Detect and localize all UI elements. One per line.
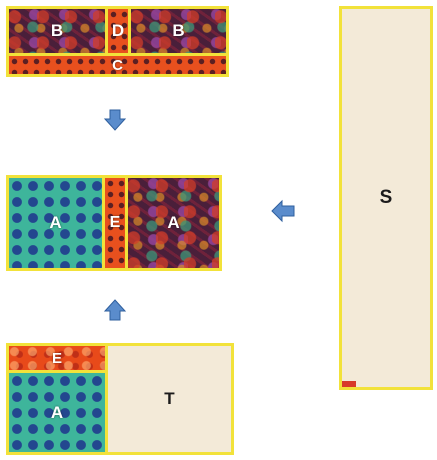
fabric-e-bottom: E [9,346,105,370]
bottom-block: E A T [6,343,234,455]
fabric-e: E [105,178,125,268]
fabric-t: T [108,346,231,452]
label-d: D [112,21,124,41]
fabric-a-bottom: A [9,373,105,452]
fabric-corner-scrap [342,381,356,387]
label-t: T [164,389,174,409]
label-a-right: A [167,213,179,233]
fabric-c: C [9,56,226,74]
middle-block: A E A [6,175,222,271]
fabric-s: S [342,9,430,387]
label-e: E [110,214,121,232]
label-s: S [380,187,393,209]
fabric-b-right: B [131,9,226,53]
arrow-left-icon [270,199,296,223]
fabric-d: D [108,9,128,53]
arrow-up-icon [103,298,127,322]
side-strip: S [339,6,433,390]
arrow-down-icon [103,108,127,132]
top-block: B D B C [6,6,229,77]
label-e-bottom: E [52,350,62,367]
fabric-b-left: B [9,9,105,53]
label-a-left: A [49,213,61,233]
label-b-left: B [51,21,63,41]
fabric-a-right: A [128,178,219,268]
label-c: C [112,57,123,74]
label-a-bottom: A [51,403,63,423]
fabric-a-left: A [9,178,102,268]
label-b-right: B [172,21,184,41]
